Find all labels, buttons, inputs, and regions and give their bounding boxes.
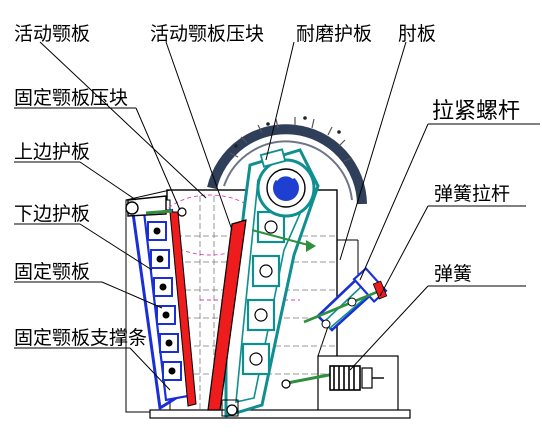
label-toggle-plate: 肘板	[398, 23, 436, 45]
label-spring: 弹簧	[434, 263, 472, 285]
label-movable-jaw: 活动颚板	[14, 23, 90, 45]
label-upper-guard: 上边护板	[14, 141, 90, 163]
leader-lines	[14, 41, 540, 391]
fixed-jaw-assembly	[125, 195, 197, 411]
label-wear-guard: 耐磨护板	[296, 23, 372, 45]
label-lower-guard: 下边护板	[14, 203, 90, 225]
toggle-tension-assembly	[281, 266, 388, 391]
label-fixed-jaw: 固定颚板	[14, 261, 90, 283]
label-movable-jaw-clamp: 活动颚板压块	[150, 23, 264, 45]
label-fixed-jaw-clamp: 固定颚板压块	[14, 87, 128, 109]
label-tension-rod-bolt: 拉紧螺杆	[432, 99, 520, 124]
label-spring-rod: 弹簧拉杆	[434, 183, 510, 205]
spring-coil	[329, 365, 361, 391]
label-fixed-jaw-support: 固定颚板支撑条	[14, 327, 147, 349]
pitman-assembly	[207, 148, 320, 419]
flywheel	[207, 116, 367, 205]
